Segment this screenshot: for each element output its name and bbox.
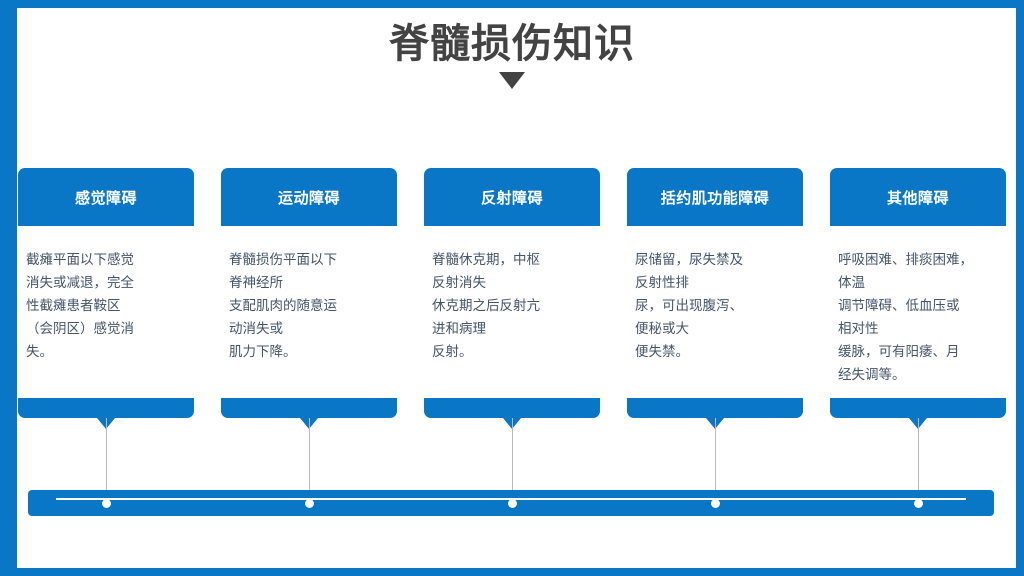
- card-1[interactable]: 感觉障碍截瘫平面以下感觉 消失或减退，完全 性截瘫患者鞍区 （会阴区）感觉消 失…: [18, 168, 194, 429]
- timeline-marker-1[interactable]: [101, 499, 111, 508]
- card-header-label: 感觉障碍: [74, 189, 137, 207]
- timeline-bar: [28, 490, 994, 516]
- frame-left-bar: [0, 0, 17, 576]
- card-body-text: 截瘫平面以下感觉 消失或减退，完全 性截瘫患者鞍区 （会阴区）感觉消 失。: [26, 252, 134, 359]
- card-header-4[interactable]: 括约肌功能障碍: [627, 168, 803, 226]
- frame-top-bar: [17, 0, 1024, 8]
- card-body-text: 脊髓损伤平面以下 脊神经所 支配肌肉的随意运 动消失或 肌力下降。: [229, 252, 337, 359]
- page-title: 脊髓损伤知识: [389, 22, 635, 66]
- triangle-down-icon: [499, 72, 525, 89]
- card-body-text: 脊髓休克期，中枢 反射消失 休克期之后反射亢 进和病理 反射。: [432, 252, 540, 359]
- timeline-marker-4[interactable]: [710, 499, 720, 508]
- card-row: 感觉障碍截瘫平面以下感觉 消失或减退，完全 性截瘫患者鞍区 （会阴区）感觉消 失…: [18, 168, 1006, 429]
- card-header-1[interactable]: 感觉障碍: [18, 168, 194, 226]
- card-3[interactable]: 反射障碍脊髓休克期，中枢 反射消失 休克期之后反射亢 进和病理 反射。: [424, 168, 600, 429]
- frame-right-bar: [1016, 0, 1024, 576]
- card-header-label: 运动障碍: [277, 189, 340, 207]
- card-4[interactable]: 括约肌功能障碍尿储留，尿失禁及 反射性排 尿，可出现腹泻、 便秘或大 便失禁。: [627, 168, 803, 429]
- connector-line-1: [106, 418, 107, 498]
- card-body-text: 尿储留，尿失禁及 反射性排 尿，可出现腹泻、 便秘或大 便失禁。: [635, 252, 743, 359]
- connector-line-3: [512, 418, 513, 498]
- card-body-text: 呼吸困难、排痰困难， 体温 调节障碍、低血压或 相对性 缓脉，可有阳痿、月 经失…: [838, 252, 973, 382]
- card-header-5[interactable]: 其他障碍: [830, 168, 1006, 226]
- card-header-label: 其他障碍: [886, 189, 949, 207]
- timeline-marker-5[interactable]: [913, 499, 923, 508]
- card-header-2[interactable]: 运动障碍: [221, 168, 397, 226]
- card-footer-5: [830, 398, 1006, 429]
- card-header-3[interactable]: 反射障碍: [424, 168, 600, 226]
- card-5[interactable]: 其他障碍呼吸困难、排痰困难， 体温 调节障碍、低血压或 相对性 缓脉，可有阳痿、…: [830, 168, 1006, 429]
- card-body-4: 尿储留，尿失禁及 反射性排 尿，可出现腹泻、 便秘或大 便失禁。: [627, 226, 803, 398]
- card-body-5: 呼吸困难、排痰困难， 体温 调节障碍、低血压或 相对性 缓脉，可有阳痿、月 经失…: [830, 226, 1006, 398]
- card-header-label: 括约肌功能障碍: [660, 189, 770, 207]
- card-body-1: 截瘫平面以下感觉 消失或减退，完全 性截瘫患者鞍区 （会阴区）感觉消 失。: [18, 226, 194, 398]
- card-body-2: 脊髓损伤平面以下 脊神经所 支配肌肉的随意运 动消失或 肌力下降。: [221, 226, 397, 398]
- card-footer-3: [424, 398, 600, 429]
- timeline-marker-2[interactable]: [304, 499, 314, 508]
- connector-line-2: [309, 418, 310, 498]
- card-header-label: 反射障碍: [480, 189, 543, 207]
- connector-line-5: [918, 418, 919, 498]
- frame-bottom-bar: [17, 568, 1024, 576]
- title-block: 脊髓损伤知识: [0, 18, 1024, 89]
- card-body-3: 脊髓休克期，中枢 反射消失 休克期之后反射亢 进和病理 反射。: [424, 226, 600, 398]
- card-footer-1: [18, 398, 194, 429]
- timeline-marker-3[interactable]: [507, 499, 517, 508]
- connector-line-4: [715, 418, 716, 498]
- card-footer-4: [627, 398, 803, 429]
- connector-group: [18, 418, 1006, 498]
- card-2[interactable]: 运动障碍脊髓损伤平面以下 脊神经所 支配肌肉的随意运 动消失或 肌力下降。: [221, 168, 397, 429]
- card-footer-2: [221, 398, 397, 429]
